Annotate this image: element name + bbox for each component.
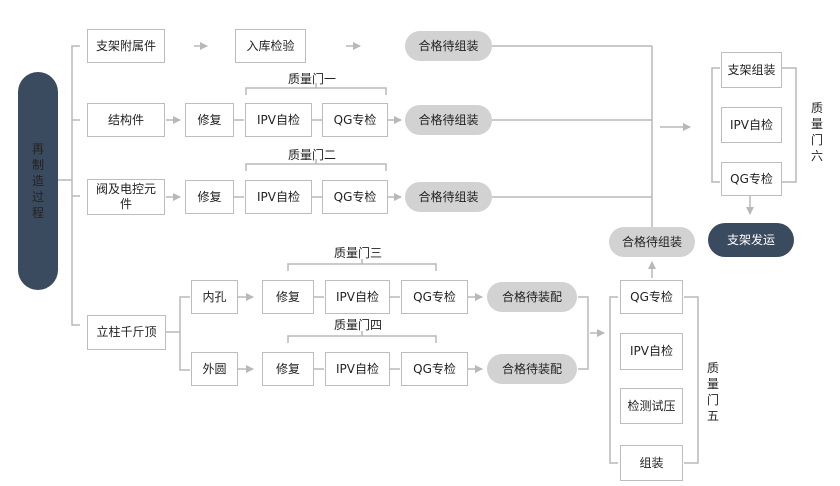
gate-four-label: 质量门四 bbox=[334, 318, 383, 332]
part-valve-label: 阀及电控元件 bbox=[95, 182, 156, 211]
gate-three-label: 质量门三 bbox=[334, 246, 383, 260]
step-qg-outer: QG专检 bbox=[401, 352, 468, 386]
step-assemble-gate5-label: 组装 bbox=[639, 455, 664, 470]
step-pressure-test-label: 检测试压 bbox=[627, 398, 676, 413]
state-ready-assemble-pillar: 合格待组装 bbox=[609, 227, 695, 257]
state-ready-fit-inner: 合格待装配 bbox=[487, 282, 577, 312]
step-repair-outer: 修复 bbox=[262, 352, 314, 386]
state-ready-assemble-1: 合格待组装 bbox=[405, 31, 492, 61]
state-ready-assemble-2-label: 合格待组装 bbox=[418, 112, 479, 127]
step-qg-inner-label: QG专检 bbox=[413, 289, 456, 304]
part-structural-label: 结构件 bbox=[107, 112, 144, 127]
step-repair-inner: 修复 bbox=[262, 280, 314, 314]
step-inspection-in-label: 入库检验 bbox=[246, 38, 295, 53]
step-ipv-gate6-label: IPV自检 bbox=[730, 117, 773, 132]
step-qg-valve-label: QG专检 bbox=[333, 189, 377, 204]
part-valve: 阀及电控元件 bbox=[87, 179, 165, 215]
state-ready-fit-outer: 合格待装配 bbox=[487, 354, 577, 384]
step-qg-outer-label: QG专检 bbox=[413, 361, 456, 376]
state-ready-fit-inner-label: 合格待装配 bbox=[501, 289, 562, 304]
step-repair-structural-label: 修复 bbox=[197, 112, 222, 127]
step-qg-gate6-label: QG专检 bbox=[730, 171, 773, 186]
part-outer-circle-label: 外圆 bbox=[202, 361, 227, 376]
process-node: 再制造过程 bbox=[18, 72, 58, 290]
part-pillar: 立柱千斤顶 bbox=[87, 315, 166, 350]
state-ready-assemble-pillar-label: 合格待组装 bbox=[621, 234, 682, 249]
state-ready-assemble-3: 合格待组装 bbox=[405, 182, 492, 212]
step-qg-valve: QG专检 bbox=[322, 180, 388, 214]
step-ipv-valve-label: IPV自检 bbox=[257, 189, 300, 204]
step-ipv-structural-label: IPV自检 bbox=[257, 112, 300, 127]
part-structural: 结构件 bbox=[87, 103, 165, 137]
step-support-assemble-label: 支架组装 bbox=[727, 62, 776, 77]
part-outer-circle: 外圆 bbox=[191, 352, 238, 386]
gate-five-label: 质量门五 bbox=[706, 361, 719, 423]
step-qg-structural: QG专检 bbox=[322, 103, 388, 137]
part-support-accessories: 支架附属件 bbox=[87, 29, 165, 63]
step-repair-structural: 修复 bbox=[185, 103, 234, 137]
part-support-accessories-label: 支架附属件 bbox=[95, 38, 156, 53]
step-ipv-gate6: IPV自检 bbox=[721, 107, 782, 143]
gate-two-label: 质量门二 bbox=[288, 148, 337, 162]
step-qg-gate6: QG专检 bbox=[721, 162, 782, 196]
step-qg-gate5: QG专检 bbox=[620, 280, 683, 314]
step-qg-inner: QG专检 bbox=[401, 280, 468, 314]
gate-six-label: 质量门六 bbox=[810, 101, 823, 163]
state-ready-assemble-2: 合格待组装 bbox=[405, 105, 492, 135]
step-ipv-outer-label: IPV自检 bbox=[336, 361, 379, 376]
step-ipv-gate5: IPV自检 bbox=[620, 333, 683, 370]
step-ipv-gate5-label: IPV自检 bbox=[630, 344, 673, 358]
step-repair-valve: 修复 bbox=[185, 180, 234, 214]
step-ipv-outer: IPV自检 bbox=[325, 352, 390, 386]
state-ready-fit-outer-label: 合格待装配 bbox=[501, 361, 562, 376]
step-qg-gate5-label: QG专检 bbox=[630, 289, 673, 304]
support-ship-node: 支架发运 bbox=[708, 223, 794, 257]
part-pillar-label: 立柱千斤顶 bbox=[96, 325, 157, 339]
state-ready-assemble-3-label: 合格待组装 bbox=[418, 189, 479, 204]
step-assemble-gate5: 组装 bbox=[620, 445, 683, 481]
step-repair-valve-label: 修复 bbox=[197, 189, 222, 204]
step-ipv-structural: IPV自检 bbox=[245, 103, 312, 137]
step-ipv-inner: IPV自检 bbox=[325, 280, 390, 314]
process-label: 再制造过程 bbox=[31, 142, 44, 220]
support-ship-label: 支架发运 bbox=[726, 232, 775, 247]
step-repair-outer-label: 修复 bbox=[275, 361, 300, 376]
step-qg-structural-label: QG专检 bbox=[333, 112, 377, 127]
state-ready-assemble-1-label: 合格待组装 bbox=[418, 38, 479, 53]
step-ipv-valve: IPV自检 bbox=[245, 180, 312, 214]
gate-one-label: 质量门一 bbox=[288, 72, 337, 86]
step-inspection-in: 入库检验 bbox=[235, 29, 306, 63]
part-inner-hole: 内孔 bbox=[191, 280, 238, 314]
part-inner-hole-label: 内孔 bbox=[202, 289, 227, 304]
step-ipv-inner-label: IPV自检 bbox=[336, 289, 379, 304]
step-repair-inner-label: 修复 bbox=[275, 289, 300, 304]
step-support-assemble: 支架组装 bbox=[721, 52, 782, 88]
step-pressure-test: 检测试压 bbox=[620, 388, 683, 424]
